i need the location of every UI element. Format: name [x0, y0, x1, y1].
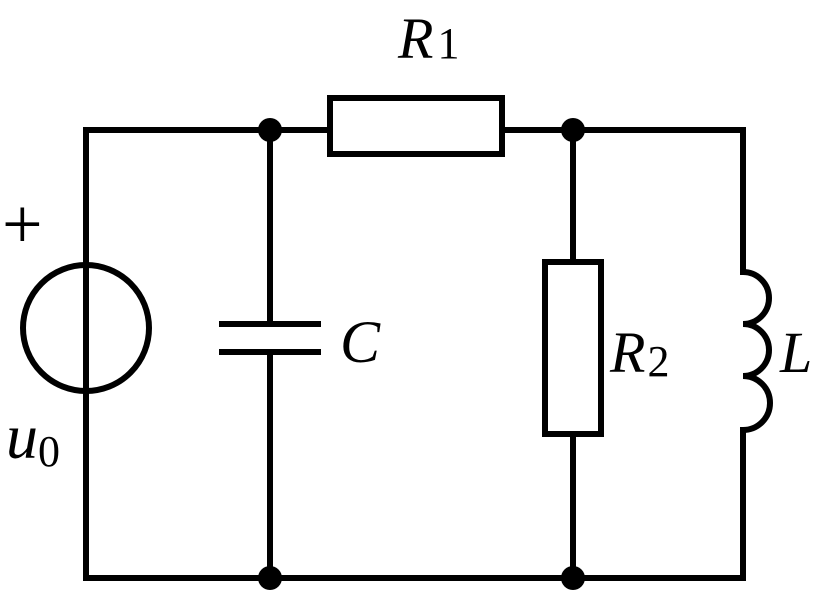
resistor-r1-icon [327, 95, 505, 157]
label-u0-symbol: u [6, 401, 38, 472]
capacitor-icon [219, 321, 321, 355]
node-top-left [258, 118, 282, 142]
label-r2-subscript: 2 [647, 337, 669, 386]
label-r2-symbol: R [609, 320, 645, 385]
junction-nodes [258, 118, 585, 590]
label-r2: R2 [609, 320, 669, 386]
label-l: L [779, 320, 812, 385]
label-r1: R1 [397, 6, 459, 71]
label-u0: u0 [6, 401, 60, 476]
label-r1-subscript: 1 [437, 19, 459, 68]
label-r1-symbol: R [397, 6, 433, 71]
resistor-r2-icon [542, 259, 604, 437]
label-c: C [340, 309, 381, 375]
node-bottom-left [258, 566, 282, 590]
wires [83, 127, 746, 581]
node-top-right [561, 118, 585, 142]
label-u0-subscript: 0 [38, 427, 60, 476]
node-bottom-right [561, 566, 585, 590]
source-polarity-plus: + [2, 184, 43, 264]
inductor-icon [739, 268, 773, 434]
